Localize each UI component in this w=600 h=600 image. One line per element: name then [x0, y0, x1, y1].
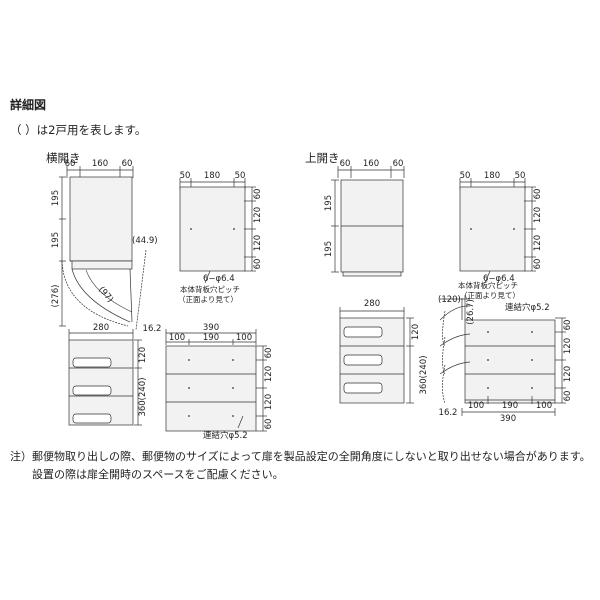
dim-right-h2: 195 [324, 241, 334, 257]
right-connect-hole: 連結穴φ5.2 [505, 302, 550, 313]
dim-right-back-h1: 60 [533, 189, 543, 200]
dim-left-angle: (44.9) [132, 236, 158, 246]
dim-right-back-h3: 120 [533, 235, 543, 251]
dim-left-back-h3: 120 [253, 235, 263, 251]
legend-note: （ ）は2戸用を表します。 [10, 123, 147, 137]
dim-right-fr-h4: 60 [563, 391, 573, 402]
dim-right-back-h2: 120 [533, 207, 543, 223]
dim-right-offset: 16.2 [439, 408, 458, 418]
right-front-side [339, 307, 414, 404]
dim-left-back-h2: 120 [253, 207, 263, 223]
footnote-2: 設置の際は扉全開時のスペースをご配慮ください。 [32, 468, 284, 481]
dim-right-h1: 195 [324, 195, 334, 211]
dim-left-back-w1: 50 [180, 171, 191, 181]
dim-left-fr-h3: 120 [264, 394, 274, 410]
dim-left-top-3: 60 [122, 159, 133, 169]
right-hole-spec: 6−φ6.4 [483, 274, 515, 284]
dim-right-back-w3: 50 [515, 171, 526, 181]
dim-left-top-1: 60 [65, 159, 76, 169]
dim-right-top-2: 160 [363, 159, 379, 169]
dim-left-door-depth: (276) [51, 285, 61, 308]
dim-left-depth: 280 [93, 323, 109, 333]
left-connect-hole: 連結穴φ5.2 [203, 430, 248, 441]
dim-right-lid-offset: (120) [438, 295, 461, 305]
left-hole-note-2: （正面より見て） [178, 295, 238, 304]
dim-left-back-w2: 180 [204, 171, 220, 181]
dim-right-fr-h2: 120 [563, 338, 573, 354]
dim-right-front-w3: 100 [536, 401, 552, 411]
dim-left-top-2: 160 [92, 159, 108, 169]
right-side-view [331, 166, 405, 277]
dim-left-back-h4: 60 [253, 259, 263, 270]
dim-right-depth: 280 [364, 299, 380, 309]
right-hole-note-1: 本体背板穴ピッチ [458, 280, 518, 290]
dim-right-back-w1: 50 [460, 171, 471, 181]
dim-left-back-w3: 50 [235, 171, 246, 181]
left-front-view [165, 329, 267, 432]
dim-left-offset: 16.2 [143, 324, 162, 334]
dim-right-lid-height: (26.7) [466, 299, 476, 325]
left-hole-spec: 6−φ6.4 [203, 274, 235, 284]
dim-right-back-h4: 60 [533, 259, 543, 270]
right-section-label: 上開き [305, 151, 340, 165]
dim-left-front-total: 360(240) [138, 377, 148, 416]
dim-right-fr-h3: 120 [563, 366, 573, 382]
dim-left-fr-h1: 60 [264, 348, 274, 359]
left-hole-note-1: 本体背板穴ピッチ [180, 284, 240, 294]
footnote-1: 注）郵便物取り出しの際、郵便物のサイズによって扉を製品設定の全開角度にしないと取… [10, 450, 591, 463]
left-back-plate [179, 178, 256, 284]
dim-left-h1: 195 [51, 190, 61, 206]
dim-left-front-width: 390 [203, 323, 219, 333]
left-side-view [59, 166, 147, 331]
right-back-plate [459, 178, 536, 284]
right-hole-note-2: （正面より見て） [460, 291, 520, 300]
dim-right-top-1: 60 [340, 159, 351, 169]
dim-left-fr-h2: 120 [264, 366, 274, 382]
dim-left-radius: (97) [96, 285, 115, 305]
dim-left-front-w2: 190 [203, 333, 219, 343]
dim-right-front-width: 390 [500, 414, 516, 424]
dim-right-front-total: 360(240) [419, 355, 429, 394]
dim-right-top-3: 60 [393, 159, 404, 169]
dim-right-back-w2: 180 [484, 171, 500, 181]
left-front-side [68, 329, 142, 426]
dim-left-front-h1: 120 [138, 347, 148, 363]
left-section-label: 横開き [46, 151, 81, 165]
dim-left-front-w1: 100 [169, 333, 185, 343]
dim-left-back-h1: 60 [253, 189, 263, 200]
dim-left-h2: 195 [51, 232, 61, 248]
dim-right-front-h1: 120 [411, 324, 421, 340]
dim-left-front-w3: 100 [236, 333, 252, 343]
right-front-view [439, 295, 566, 416]
page-title: 詳細図 [10, 98, 47, 112]
dim-right-fr-h1: 60 [563, 320, 573, 331]
dim-right-front-w1: 100 [468, 401, 484, 411]
dim-right-front-w2: 190 [502, 401, 518, 411]
dim-left-fr-h4: 60 [264, 419, 274, 430]
